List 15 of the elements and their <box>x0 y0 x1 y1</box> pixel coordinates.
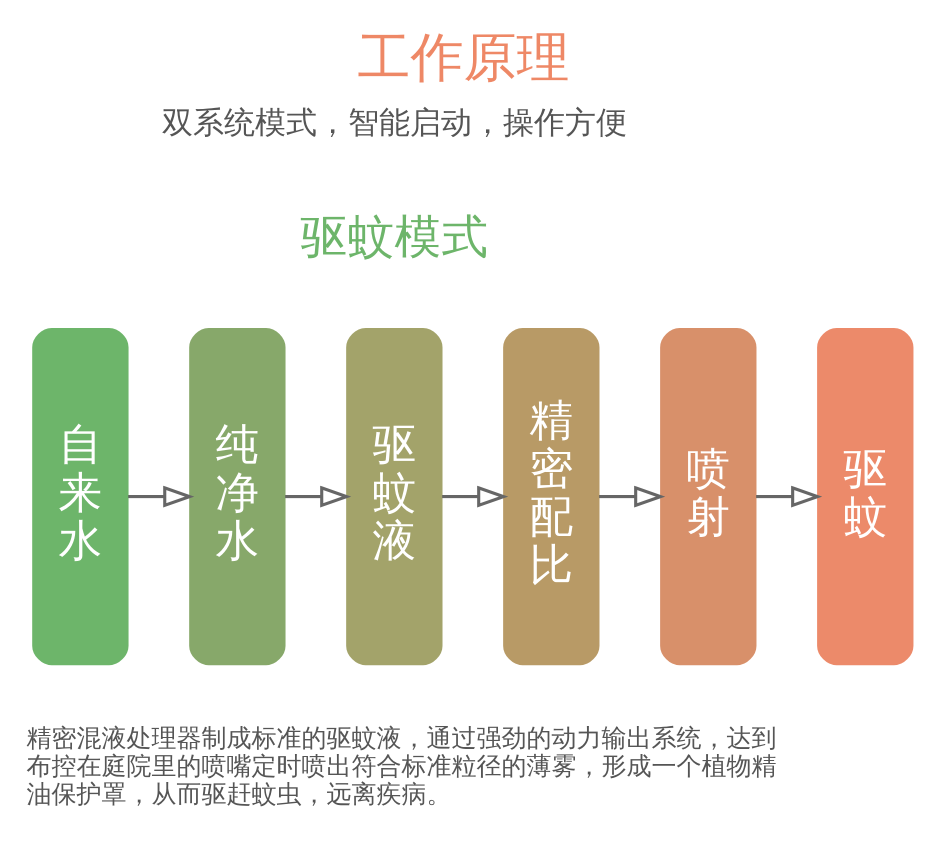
label: 驱蚊模式 <box>300 210 488 264</box>
arrow <box>285 486 352 508</box>
arrow <box>756 486 822 508</box>
node-box: 自来水 <box>32 328 129 666</box>
node-box: 纯净水 <box>189 328 286 666</box>
label: 精密混液处理器制成标准的驱蚊液，通过强劲的动力输出系统，达到布控在庭院里的喷嘴定时喷出符合标准粒径的薄雾，形成一个植物精油保护罩，从而驱赶蚊虫，远离疾病。 <box>26 724 777 808</box>
node-box: 驱蚊 <box>817 328 914 666</box>
label: 双系统模式，智能启动，操作方便 <box>162 104 627 141</box>
arrow <box>442 486 508 508</box>
node-box: 驱蚊液 <box>346 328 443 666</box>
node-box: 喷射 <box>660 328 756 666</box>
arrow <box>128 486 194 508</box>
arrow <box>599 486 666 508</box>
node-box: 精密配比 <box>503 328 600 666</box>
diagram-title: 工作原理 <box>358 28 570 89</box>
